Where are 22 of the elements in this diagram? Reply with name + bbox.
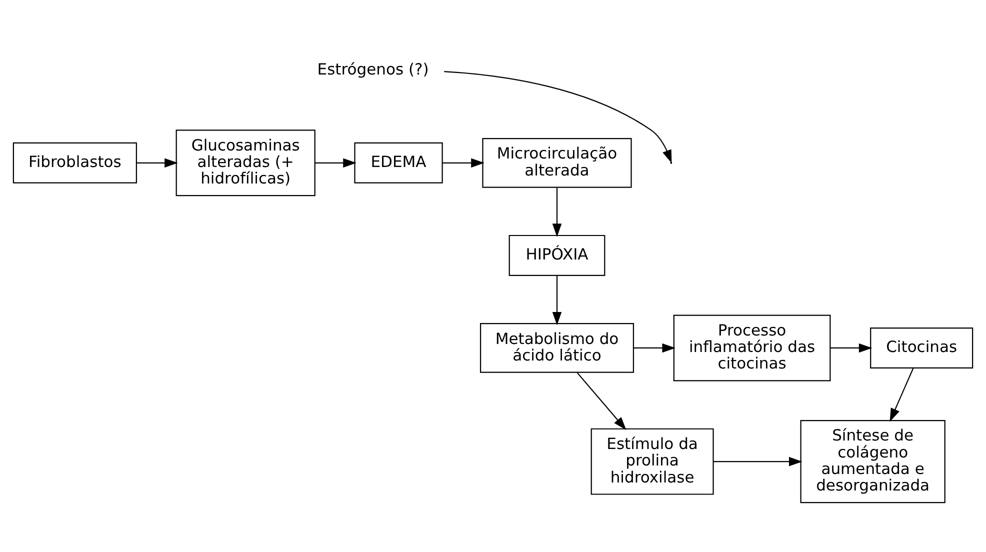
arrow: [442, 158, 484, 168]
node-box: Fibroblastos: [12, 142, 137, 183]
node-box: Microcirculação alterada: [482, 137, 632, 188]
arrow: [634, 342, 676, 352]
node-text: Estrógenos (?): [317, 60, 429, 78]
node-box: Metabolismo do ácido lático: [480, 322, 634, 372]
arrow: [136, 158, 178, 168]
arrow: [713, 456, 802, 466]
node-box: Estímulo da prolina hidroxilase: [590, 428, 714, 494]
node-box: Glucosaminas alteradas (+ hidrofílicas): [176, 129, 316, 196]
node-box: HIPÓXIA: [508, 234, 606, 276]
arrow: [830, 342, 872, 352]
node-box: Processo inflamatório das citocinas: [673, 314, 831, 381]
node-box: EDEMA: [354, 142, 443, 183]
arrow: [444, 70, 672, 163]
arrow: [890, 367, 914, 422]
node-box: Citocinas: [870, 326, 974, 368]
arrow: [576, 372, 626, 430]
arrow: [314, 158, 356, 168]
node-box: Síntese de colágeno aumentada e desorganizada: [800, 420, 946, 503]
arrow: [552, 275, 562, 325]
arrow: [552, 187, 562, 236]
